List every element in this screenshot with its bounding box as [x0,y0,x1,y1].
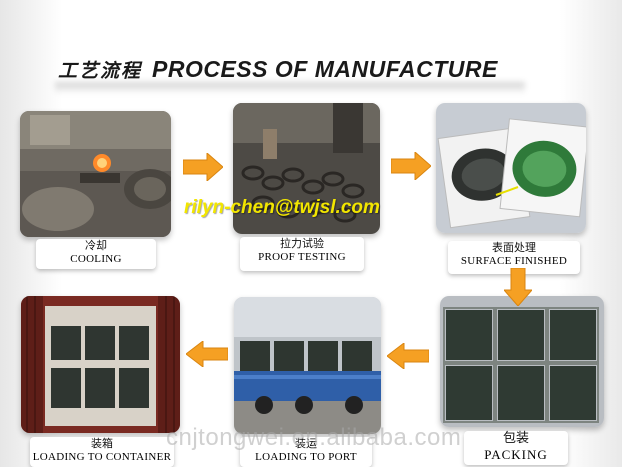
page-title: 工艺流程 PROCESS OF MANUFACTURE [58,56,498,86]
surface-finished-photo [436,103,586,233]
title-english: PROCESS OF MANUFACTURE [152,56,498,82]
step-label-loading-to-port: 装运 LOADING TO PORT [240,437,372,467]
step-label-proof-testing: 拉力试验 PROOF TESTING [240,237,364,271]
step-chinese: 表面处理 [492,241,536,254]
step-chinese: 装运 [295,437,317,450]
arrow-down-icon [504,268,532,306]
step-chinese: 冷却 [85,239,107,252]
step-english: PACKING [484,447,548,462]
title-chinese: 工艺流程 [58,60,143,82]
step-english: LOADING TO PORT [255,451,357,463]
site-watermark: cnjtongwei.en.alibaba.com [166,424,462,451]
step-label-surface-finished: 表面处理 SURFACE FINISHED [448,241,580,274]
packing-photo [440,296,604,427]
arrow-left-icon [186,341,228,367]
arrow-right-icon [183,153,223,181]
step-english: LOADING TO CONTAINER [32,451,172,463]
title-shadow [55,82,525,94]
step-english: COOLING [70,253,122,265]
step-label-packing: 包装 PACKING [464,431,568,465]
arrow-left-icon [387,343,429,369]
email-watermark: rilyn-chen@twjsl.com [184,197,380,218]
arrow-right-icon [391,152,431,180]
loading-to-container-photo [21,296,180,433]
step-english: SURFACE FINISHED [460,255,568,267]
step-label-cooling: 冷却 COOLING [36,239,156,269]
step-label-loading-to-container: 装箱 LOADING TO CONTAINER [30,437,174,467]
step-chinese: 拉力试验 [280,237,324,250]
step-chinese: 装箱 [91,437,113,450]
step-english: PROOF TESTING [258,251,346,263]
loading-to-port-photo [234,297,381,434]
proof-testing-photo [233,103,380,234]
step-chinese: 包装 [502,431,529,446]
cooling-photo [20,111,171,237]
